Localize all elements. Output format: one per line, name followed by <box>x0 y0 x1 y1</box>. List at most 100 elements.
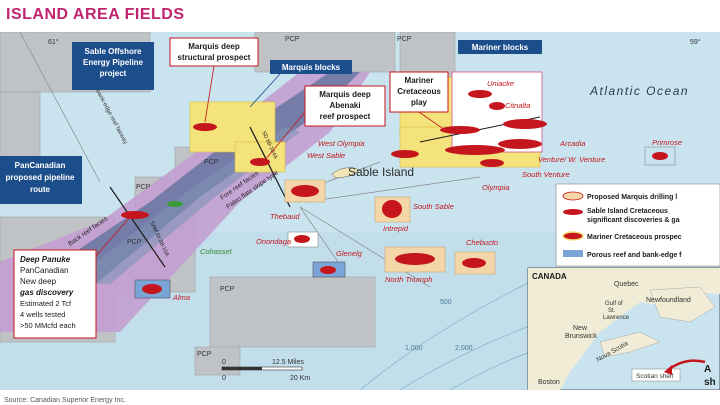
inset-nova-scotia <box>599 331 661 358</box>
callout-box <box>72 42 154 90</box>
callout-mariner-cretaceous: Mariner Cretaceous play <box>389 71 449 131</box>
field-label-venture: Venture/ W. Venture <box>538 155 605 164</box>
field-label-south-sable: South Sable <box>413 202 454 211</box>
sable-island-shape <box>331 167 361 179</box>
callout-text: Mariner blocks <box>472 43 529 52</box>
callout-box <box>169 37 259 67</box>
field-label-west-sable: West Sable <box>307 151 345 160</box>
scale-rule-fill <box>222 367 262 370</box>
depth-label: 1,000 <box>405 345 423 352</box>
callout-leader <box>95 216 131 257</box>
callout-marquis-abenaki: Marquis deep Abenaki reef prospect <box>264 85 386 161</box>
boundary-line <box>299 206 346 273</box>
field-label-chebucto: Chebucto <box>466 238 498 247</box>
legend-label: significant discoveries & ga <box>587 217 680 224</box>
inset-newfoundland <box>649 286 716 323</box>
callout-text: Marquis deep <box>319 90 371 99</box>
gas-fields <box>121 90 668 294</box>
callout-leader <box>264 111 306 161</box>
inset-quebec-label: Quebec <box>614 281 639 288</box>
field-label-south-venture: South Venture <box>522 170 570 179</box>
callout-box <box>0 156 82 204</box>
inset-gulf-label: Lawrence <box>603 315 630 321</box>
field-label-olympia: Olympia <box>482 183 510 192</box>
reef-field <box>167 201 183 207</box>
cretaceous-play-area <box>451 71 543 153</box>
gas-field <box>391 150 419 158</box>
pcp-label: PCP <box>204 159 219 166</box>
gas-field <box>121 211 149 219</box>
callout-text: Abenaki <box>329 101 360 110</box>
boundary-line <box>304 176 481 203</box>
legend-label: Porous reef and bank-edge f <box>587 252 682 259</box>
gas-field <box>440 126 480 134</box>
callout-box <box>389 71 449 113</box>
reef-trend-band <box>30 72 360 297</box>
inset-gulf-label: Gulf of <box>605 301 623 307</box>
callout-text: >50 MMcfd each <box>20 321 76 330</box>
atlantic-ocean-label: Atlantic Ocean <box>589 84 689 98</box>
field-label-arcadia: Arcadia <box>559 139 585 148</box>
callout-text: PanCanadian <box>20 266 68 275</box>
callout-marquis-structural: Marquis deep structural prospect <box>169 37 259 123</box>
seismic-line <box>249 126 291 208</box>
callout-pancanadian: PanCanadian proposed pipeline route <box>0 156 82 204</box>
longitude-label: 59° <box>690 38 701 46</box>
seismic-line <box>109 186 166 268</box>
callout-text: New deep <box>20 277 57 286</box>
callout-mariner-blocks: Mariner blocks <box>458 40 542 54</box>
callout-leader <box>204 65 215 123</box>
callout-leader <box>249 73 281 108</box>
callout-box <box>13 249 97 339</box>
pcp-label: PCP <box>397 36 412 43</box>
gas-field <box>503 119 547 129</box>
depth-contours <box>359 281 541 390</box>
callout-deep-panuke: Deep Panuke PanCanadian New deep gas dis… <box>13 216 131 339</box>
callout-leader <box>418 111 446 131</box>
callout-box <box>304 85 386 127</box>
callout-text: Estimated 2 Tcf <box>20 299 72 308</box>
callout-text: structural prospect <box>178 53 251 62</box>
inset-map: CANADA Quebec Gulf of St. Lawrence Newfo… <box>527 267 720 390</box>
callout-sable-offshore: Sable Offshore Energy Pipeline project <box>72 42 154 90</box>
legend-symbol-sable <box>563 209 583 215</box>
legend-symbol-porous <box>563 250 583 257</box>
callout-text: route <box>30 185 51 194</box>
gas-field <box>395 253 435 265</box>
field-label-thebaud: Thebaud <box>270 212 300 221</box>
boundary-lines <box>19 32 481 288</box>
legend-label: Proposed Marquis drilling l <box>587 194 677 201</box>
gas-field <box>498 139 542 149</box>
field-label-onondaga: Onondaga <box>256 237 291 246</box>
gas-field <box>489 102 505 110</box>
inset-atlantic-partial: A <box>704 364 711 375</box>
lease-block <box>209 276 376 348</box>
inset-new-brunswick-label: New <box>573 325 588 332</box>
header: ISLAND AREA FIELDS <box>0 0 720 32</box>
callout-text: Sable Offshore <box>85 47 142 56</box>
field-label-intrepid: Intrepid <box>383 224 409 233</box>
page-title: ISLAND AREA FIELDS <box>6 6 185 23</box>
inset-gulf-label: St. <box>608 308 616 314</box>
callout-marquis-blocks: Marquis blocks <box>249 60 352 108</box>
sable-island-label: Sable Island <box>348 165 414 179</box>
depth-contour <box>399 321 541 390</box>
callout-text: PanCanadian <box>15 161 66 170</box>
depth-labels: 500 1,000 2,000 <box>405 299 473 352</box>
depth-label: 500 <box>440 299 452 306</box>
pcp-label: PCP <box>220 286 235 293</box>
map-canvas: Sable Island Atlantic Ocean 61° 59° PCP … <box>0 32 720 390</box>
callout-text: gas discovery <box>19 288 74 297</box>
gas-field <box>320 266 336 274</box>
field-label-citnalta: Citnalta <box>505 101 530 110</box>
field-labels: Uniacke Citnalta Arcadia Venture/ W. Ven… <box>172 79 682 302</box>
callout-text: Marquis blocks <box>282 63 341 72</box>
field-label-glenelg: Glenelg <box>336 249 363 258</box>
field-label-alma: Alma <box>172 293 190 302</box>
legend-symbol-marquis <box>562 191 584 201</box>
scale-bar: 0 12.5 Miles 0 20 Km <box>221 359 310 382</box>
inset-sh-partial: sh <box>704 377 716 388</box>
lease-block <box>194 346 241 376</box>
legend: Proposed Marquis drilling l Sable Island… <box>555 183 720 267</box>
